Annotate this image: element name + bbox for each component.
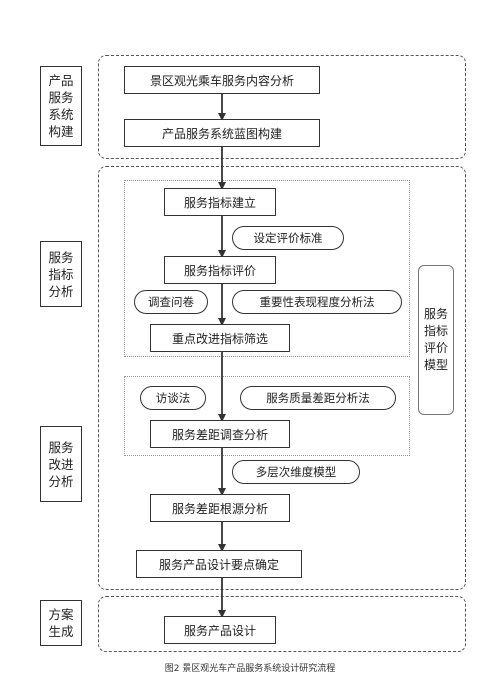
section-label-system-construction: 产品 服务 系统 构建 — [40, 66, 82, 146]
step-indicator-evaluation: 服务指标评价 — [164, 256, 276, 284]
method-interview: 访谈法 — [140, 386, 206, 410]
section-label-improvement-analysis: 服务 改进 分析 — [40, 426, 82, 502]
evaluation-model-label: 服务 指标 评价 模型 — [418, 265, 454, 415]
section-container-system-construction — [98, 55, 466, 159]
step-blueprint-construction: 产品服务系统蓝图构建 — [124, 119, 320, 147]
method-multilevel-model: 多层次维度模型 — [232, 460, 360, 484]
gap-subgroup-container — [124, 376, 410, 456]
method-set-criteria: 设定评价标准 — [232, 226, 344, 250]
section-container-analysis — [98, 166, 466, 590]
step-indicator-establishment: 服务指标建立 — [164, 188, 276, 216]
step-key-indicator-screening: 重点改进指标筛选 — [150, 324, 290, 352]
step-gap-survey-analysis: 服务差距调查分析 — [150, 420, 290, 448]
step-service-content-analysis: 景区观光乘车服务内容分析 — [124, 66, 320, 94]
figure-caption: 图2 景区观光车产品服务系统设计研究流程 — [164, 664, 336, 674]
section-label-solution: 方案 生成 — [40, 600, 82, 646]
method-ipa: 重要性表现程度分析法 — [232, 290, 402, 314]
method-questionnaire: 调查问卷 — [134, 290, 208, 314]
method-servqual-gap: 服务质量差距分析法 — [240, 386, 396, 410]
step-design-points: 服务产品设计要点确定 — [136, 550, 302, 578]
step-gap-root-analysis: 服务差距根源分析 — [150, 494, 290, 522]
section-label-indicator-analysis: 服务 指标 分析 — [40, 241, 82, 307]
section-container-solution — [98, 596, 466, 652]
step-product-design: 服务产品设计 — [164, 616, 276, 644]
indicator-subgroup-container — [124, 180, 410, 357]
